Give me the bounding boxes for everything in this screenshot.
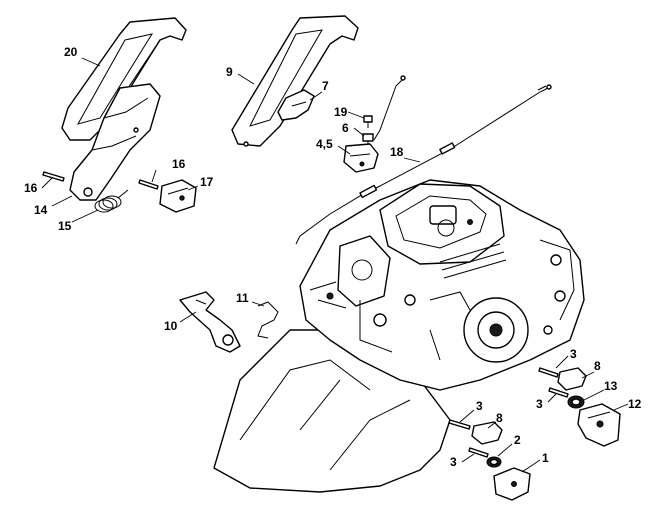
- callout-8-a: 8: [594, 359, 601, 373]
- callout-10: 10: [164, 319, 178, 333]
- callout-14: 14: [34, 203, 48, 217]
- callout-6: 6: [342, 121, 349, 135]
- callout-2: 2: [514, 433, 521, 447]
- callout-3-b: 3: [536, 397, 543, 411]
- callout-labels: 20 9 7 19 6 4,5 18 16 16 17 14 15 11 10 …: [24, 45, 642, 469]
- leader-lines: [41, 57, 629, 473]
- callout-3-c: 3: [476, 399, 483, 413]
- part-11-lever: [257, 301, 279, 339]
- callout-4-5: 4,5: [316, 137, 333, 151]
- part-1-bracket: [493, 467, 531, 501]
- callout-12: 12: [628, 397, 642, 411]
- part-16-pin-left: [42, 171, 65, 182]
- part-18-throttle-cable: [295, 84, 552, 245]
- callout-1: 1: [542, 451, 549, 465]
- callout-8-b: 8: [496, 411, 503, 425]
- part-10-throttle-trigger: [179, 291, 241, 353]
- callout-16-left: 16: [24, 181, 38, 195]
- part-3-pin-a: [538, 367, 559, 378]
- callout-9: 9: [226, 65, 233, 79]
- callout-16-right: 16: [172, 157, 186, 171]
- callout-3-a: 3: [570, 347, 577, 361]
- part-12-bracket: [577, 403, 621, 447]
- part-3-pin-c: [448, 419, 471, 430]
- part-19-screw: [363, 115, 373, 128]
- callout-20: 20: [64, 45, 78, 59]
- callout-7: 7: [322, 79, 329, 93]
- part-8-damper-a: [557, 367, 587, 391]
- part-16-pin-right: [138, 179, 159, 190]
- callout-3-d: 3: [450, 455, 457, 469]
- part-3-pin-d: [468, 447, 489, 458]
- callout-11: 11: [236, 291, 249, 305]
- callout-18: 18: [390, 145, 404, 159]
- part-15-spring: [94, 189, 129, 213]
- callout-15: 15: [58, 219, 72, 233]
- part-3-pin-b: [548, 387, 569, 398]
- throttle-cable-short: [373, 79, 403, 141]
- part-13-spring: [567, 395, 585, 409]
- part-17-catch: [159, 179, 197, 213]
- callout-13: 13: [604, 379, 618, 393]
- part-7-lever: [277, 89, 315, 121]
- part-9-handle-cover: [231, 15, 359, 147]
- callout-17: 17: [200, 175, 214, 189]
- callout-19: 19: [334, 105, 348, 119]
- engine-housing: [213, 179, 585, 493]
- part-2-spring: [486, 456, 502, 468]
- part-8-damper-b: [471, 421, 503, 445]
- part-4-5-throttle-assembly: [343, 143, 379, 173]
- cable-end-short: [400, 75, 406, 81]
- part-14-housing: [69, 83, 161, 201]
